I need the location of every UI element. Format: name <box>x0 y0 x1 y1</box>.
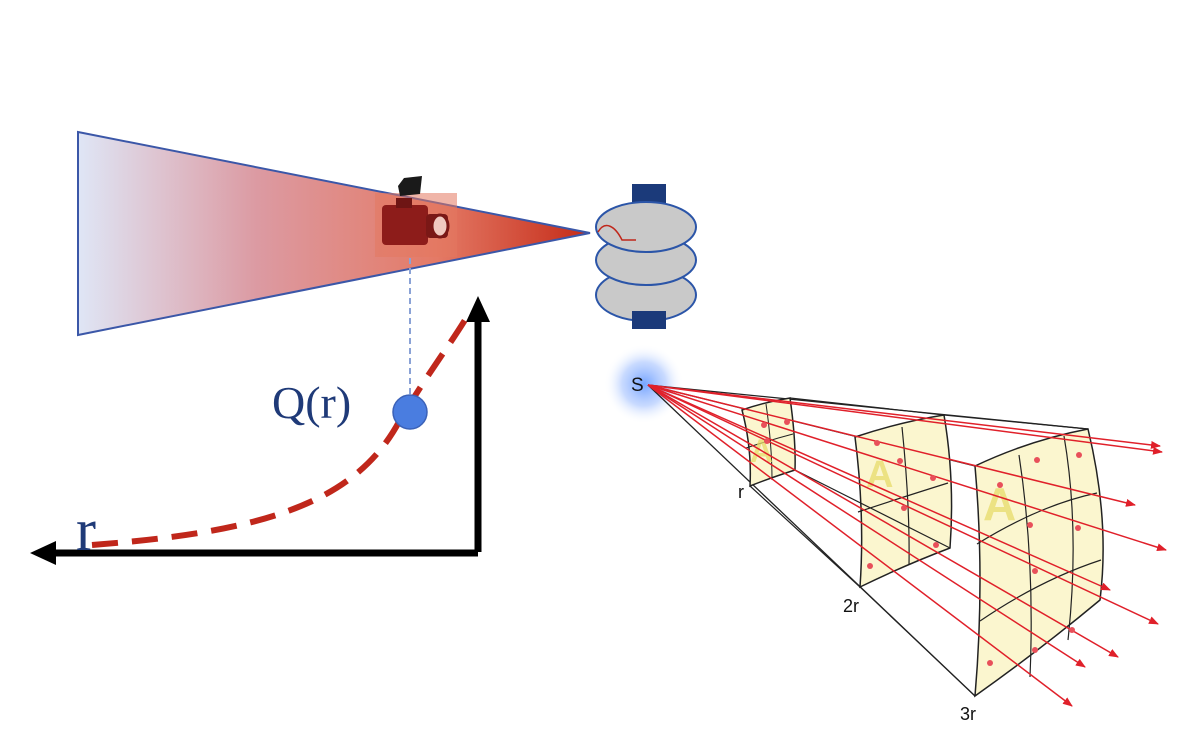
ray <box>647 384 1111 591</box>
x-axis-arrowhead <box>30 541 56 565</box>
distance-label-2r: 2r <box>843 596 859 616</box>
video-camera-icon <box>375 176 457 257</box>
q-of-r-curve <box>91 313 471 548</box>
light-cone <box>77 130 591 337</box>
ray <box>647 384 1163 455</box>
ray <box>647 384 1167 552</box>
ray <box>647 384 1119 658</box>
q-of-r-label: Q(r) <box>272 377 351 428</box>
ray <box>647 384 1136 507</box>
ray <box>647 384 1159 625</box>
r-axis-label: r <box>76 497 96 563</box>
ray <box>647 384 1086 668</box>
area-panel-3r: A <box>974 428 1104 698</box>
light-source-icon <box>604 344 684 424</box>
source-label: S <box>631 375 644 396</box>
frustum-edges <box>749 397 1089 697</box>
light-rays <box>647 384 1167 707</box>
ion-trap-icon <box>595 184 697 329</box>
ray <box>647 384 1161 449</box>
distance-label-r: r <box>738 482 744 502</box>
sample-point <box>392 394 428 430</box>
ray-hit-points <box>761 419 1082 666</box>
area-panel-2r: A <box>854 414 953 589</box>
y-axis-arrowhead <box>466 296 490 322</box>
distance-label-3r: 3r <box>960 704 976 724</box>
ray <box>647 384 1073 707</box>
